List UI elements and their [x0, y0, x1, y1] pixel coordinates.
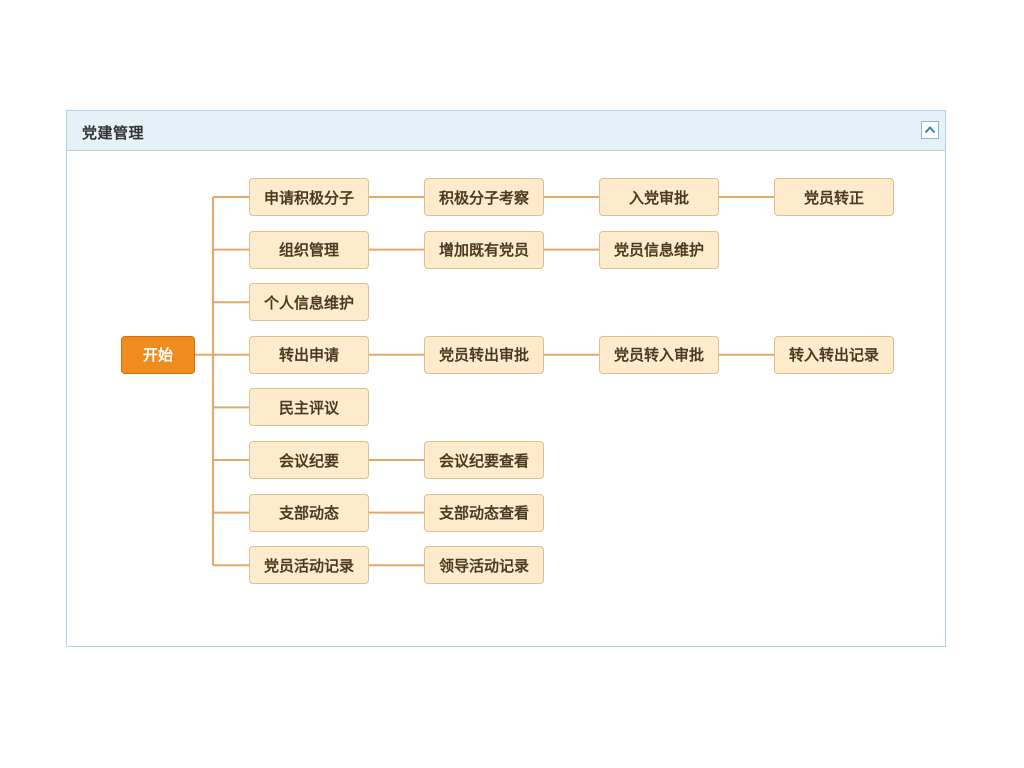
chevron-up-icon [924, 126, 936, 134]
flow-connectors [195, 196, 774, 567]
flow-node[interactable]: 组织管理 [249, 230, 369, 269]
flow-node[interactable]: 党员转入审批 [599, 335, 719, 374]
flow-node[interactable]: 转出申请 [249, 335, 369, 374]
flow-node[interactable]: 积极分子考察 [424, 178, 544, 216]
flow-node[interactable]: 支部动态 [249, 493, 369, 532]
panel-header: 党建管理 [67, 111, 945, 151]
flow-node[interactable]: 支部动态查看 [424, 493, 544, 532]
flow-node[interactable]: 个人信息维护 [249, 283, 369, 322]
flow-node[interactable]: 转入转出记录 [774, 335, 894, 374]
flow-node[interactable]: 申请积极分子 [249, 178, 369, 216]
flow-node[interactable]: 会议纪要查看 [424, 441, 544, 479]
flow-node[interactable]: 增加既有党员 [424, 230, 544, 269]
collapse-button[interactable] [921, 121, 939, 139]
panel-title: 党建管理 [82, 124, 145, 142]
flow-node[interactable]: 党员转正 [774, 178, 894, 216]
party-building-panel: 党建管理 开始 申请积极分子积极分子考察入党审批党员转正组织管理增加既有党员党员… [66, 110, 946, 647]
start-node[interactable]: 开始 [121, 335, 195, 374]
flow-node[interactable]: 领导活动记录 [424, 546, 544, 585]
flow-node[interactable]: 会议纪要 [249, 441, 369, 479]
flow-node[interactable]: 民主评议 [249, 388, 369, 427]
flow-node[interactable]: 党员信息维护 [599, 230, 719, 269]
flow-node[interactable]: 入党审批 [599, 178, 719, 216]
flow-node[interactable]: 党员活动记录 [249, 546, 369, 585]
flow-node[interactable]: 党员转出审批 [424, 335, 544, 374]
